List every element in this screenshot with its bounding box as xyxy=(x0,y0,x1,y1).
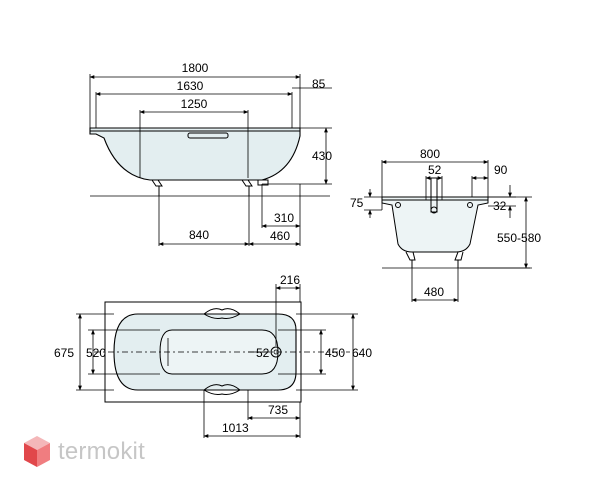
dim-side-85: 85 xyxy=(312,77,326,91)
dim-side-1630: 1630 xyxy=(177,79,204,93)
dim-top-450: 450 xyxy=(325,346,345,360)
dim-end-800: 800 xyxy=(420,147,440,161)
dim-side-840: 840 xyxy=(189,228,209,242)
brand-logo: termokit xyxy=(22,434,145,470)
end-view: 800 52 90 75 32 550-580 480 xyxy=(350,147,541,302)
dim-top-216: 216 xyxy=(280,273,300,287)
dim-top-640: 640 xyxy=(352,346,372,360)
dim-side-310: 310 xyxy=(274,211,294,225)
side-view-tub-body xyxy=(89,127,301,181)
dim-side-1250: 1250 xyxy=(181,97,208,111)
side-view-legs xyxy=(151,179,269,196)
dim-top-675: 675 xyxy=(54,346,74,360)
top-view-handle-top xyxy=(203,308,241,319)
top-view: 216 675 520 52 450 640 735 1013 xyxy=(54,273,372,438)
dim-top-52: 52 xyxy=(256,346,270,360)
dim-end-480: 480 xyxy=(424,285,444,299)
dim-side-430: 430 xyxy=(312,149,332,163)
side-view: 1800 1630 1250 85 430 310 840 460 xyxy=(89,61,332,246)
dim-top-1013: 1013 xyxy=(222,421,249,435)
dim-end-90: 90 xyxy=(494,163,508,177)
dim-side-1800: 1800 xyxy=(182,61,209,75)
dim-top-520: 520 xyxy=(86,346,106,360)
dim-end-32: 32 xyxy=(493,199,507,213)
top-view-handle-bottom xyxy=(203,384,241,395)
dim-top-735: 735 xyxy=(268,403,288,417)
brand-name: termokit xyxy=(58,438,145,465)
dim-end-75: 75 xyxy=(350,196,364,210)
dim-end-52: 52 xyxy=(428,163,442,177)
end-view-tub-body xyxy=(381,196,489,253)
dim-end-550-580: 550-580 xyxy=(497,231,541,245)
dim-side-460: 460 xyxy=(270,229,290,243)
cube-icon xyxy=(24,436,50,467)
